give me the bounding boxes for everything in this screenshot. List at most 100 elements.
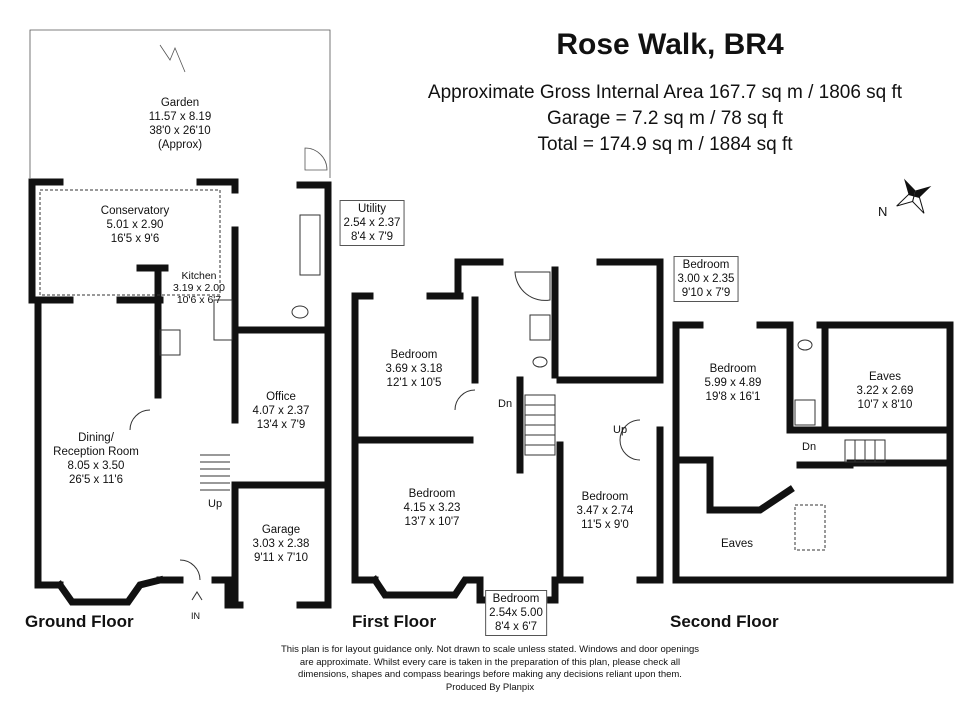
room-name: Dining/ [78,432,114,444]
room-second-bedroom: Bedroom 5.99 x 4.89 19'8 x 16'1 [705,362,762,404]
room-metric: 4.15 x 3.23 [403,502,461,514]
room-imperial: 9'10 x 7'9 [681,287,731,299]
stairs-up-label-first: Up [613,424,628,436]
room-name: Bedroom [581,491,629,503]
conservatory-glazing [39,189,221,296]
room-metric: 11.57 x 8.19 [148,111,212,123]
room-name: Bedroom [408,488,456,500]
room-kitchen: Kitchen 3.19 x 2.00 10'6 x 6'7 [173,270,225,306]
room-imperial: 10'6 x 6'7 [176,294,222,306]
disclaimer-line: dimensions, shapes and compass bearings … [298,669,682,680]
room-metric: 2.54 x 2.37 [343,217,401,229]
room-metric: 3.00 x 2.35 [677,273,735,285]
room-garden: Garden 11.57 x 8.19 38'0 x 26'10 (Approx… [149,96,211,152]
room-metric: 3.69 x 3.18 [385,363,443,375]
room-imperial: 19'8 x 16'1 [705,391,761,403]
room-name: Conservatory [100,205,170,217]
room-imperial: 13'4 x 7'9 [256,419,306,431]
room-imperial: 9'11 x 7'10 [253,552,309,564]
hob-icon [159,329,181,356]
room-metric: 3.47 x 2.74 [576,505,634,517]
first-floor-label: First Floor [352,612,437,631]
garden-gate [159,44,186,73]
room-metric: 8.05 x 3.50 [67,460,125,472]
property-title: Rose Walk, BR4 [556,28,784,61]
room-name: Eaves [869,371,901,383]
second-floor-label: Second Floor [670,612,779,631]
room-name: Bedroom [492,593,540,605]
first-door-arc2 [619,419,641,461]
toilet-icon [291,305,309,319]
room-metric: 5.01 x 2.90 [106,219,164,231]
first-door-arc [454,389,476,411]
first-right-lower [636,426,664,584]
disclaimer: This plan is for layout guidance only. N… [240,644,740,694]
room-imperial: 8'4 x 6'7 [494,621,538,633]
room-utility: Utility 2.54 x 2.37 8'4 x 7'9 [339,200,405,246]
room-imperial: 38'0 x 26'10 [149,125,211,137]
second-bed-wall [672,456,795,514]
room-metric: 5.99 x 4.89 [704,377,762,389]
second-toilet-icon [797,339,813,351]
gross-area-line: Approximate Gross Internal Area 167.7 sq… [427,82,903,103]
shower-icon [529,314,551,341]
first-bottom-bay [370,575,484,599]
room-garage: Garage 3.03 x 2.38 9'11 x 7'10 [253,523,310,565]
room-imperial: 10'7 x 8'10 [857,399,913,411]
bay-window [55,575,165,606]
room-name: Kitchen [181,270,217,282]
first-left-wall [351,296,379,584]
entrance-door-arc [179,559,201,581]
room-dining-reception: Dining/ Reception Room 8.05 x 3.50 26'5 … [53,431,139,487]
side-gate-arc [304,147,328,171]
disclaimer-line: This plan is for layout guidance only. N… [280,644,700,655]
stairs-down-label-first: Dn [498,398,513,410]
producer-credit: Produced By Planpix [445,681,535,693]
room-name: Bedroom [682,259,730,271]
stairs-down-label-second: Dn [802,441,817,453]
room-name: Eaves [721,538,753,550]
utility-sink-icon [299,214,321,276]
room-name: Utility [357,203,387,215]
room-conservatory: Conservatory 5.01 x 2.90 16'5 x 9'6 [101,204,169,246]
stairs-up-label: Up [208,498,223,510]
room-name: Garden [160,97,200,109]
room-name: Office [266,391,296,403]
garage-door-line [296,181,332,609]
disclaimer-line: are approximate. Whilst every care is ta… [299,656,681,668]
ground-floor-label: Ground Floor [25,612,134,631]
room-imperial: 13'7 x 10'7 [404,516,460,528]
room-first-bedroom-bottom: Bedroom 2.54x 5.00 8'4 x 6'7 [485,590,547,636]
room-first-bedroom-top-right: Bedroom 3.00 x 2.35 9'10 x 7'9 [673,256,739,302]
room-imperial: 12'1 x 10'5 [386,377,442,389]
ground-left-wall [34,296,64,589]
room-name-line2: Reception Room [53,446,139,458]
room-imperial: 11'5 x 9'0 [581,519,629,531]
room-metric: 2.54x 5.00 [489,607,543,619]
sink-icon [213,299,233,341]
room-second-eaves-bottom: Eaves [721,537,753,551]
total-area-line: Total = 174.9 sq m / 1884 sq ft [537,134,793,155]
garage-area-line: Garage = 7.2 sq m / 78 sq ft [546,108,784,129]
room-metric: 3.03 x 2.38 [252,538,310,550]
room-imperial: 16'5 x 9'6 [110,233,160,245]
room-name: Garage [261,524,301,536]
room-name: Bedroom [390,349,438,361]
first-toilet-icon [532,356,548,368]
room-second-eaves-right: Eaves 3.22 x 2.69 10'7 x 8'10 [857,370,914,412]
skylight-icon [794,504,826,551]
bath-icon [514,271,551,301]
entrance-label: IN [191,611,200,621]
room-metric: 3.22 x 2.69 [856,385,914,397]
second-shower-icon [794,399,816,426]
room-office: Office 4.07 x 2.37 13'4 x 7'9 [253,390,310,432]
hall-door-arc [129,409,151,431]
entrance-arrow-icon [191,591,203,601]
room-note: (Approx) [157,139,203,151]
room-name: Bedroom [709,363,757,375]
room-metric: 3.19 x 2.00 [173,282,225,294]
first-top-mid [454,258,504,300]
room-imperial: 8'4 x 7'9 [350,231,394,243]
room-first-bedroom-top-left: Bedroom 3.69 x 3.18 12'1 x 10'5 [386,348,443,390]
second-outer-wall [672,321,954,584]
